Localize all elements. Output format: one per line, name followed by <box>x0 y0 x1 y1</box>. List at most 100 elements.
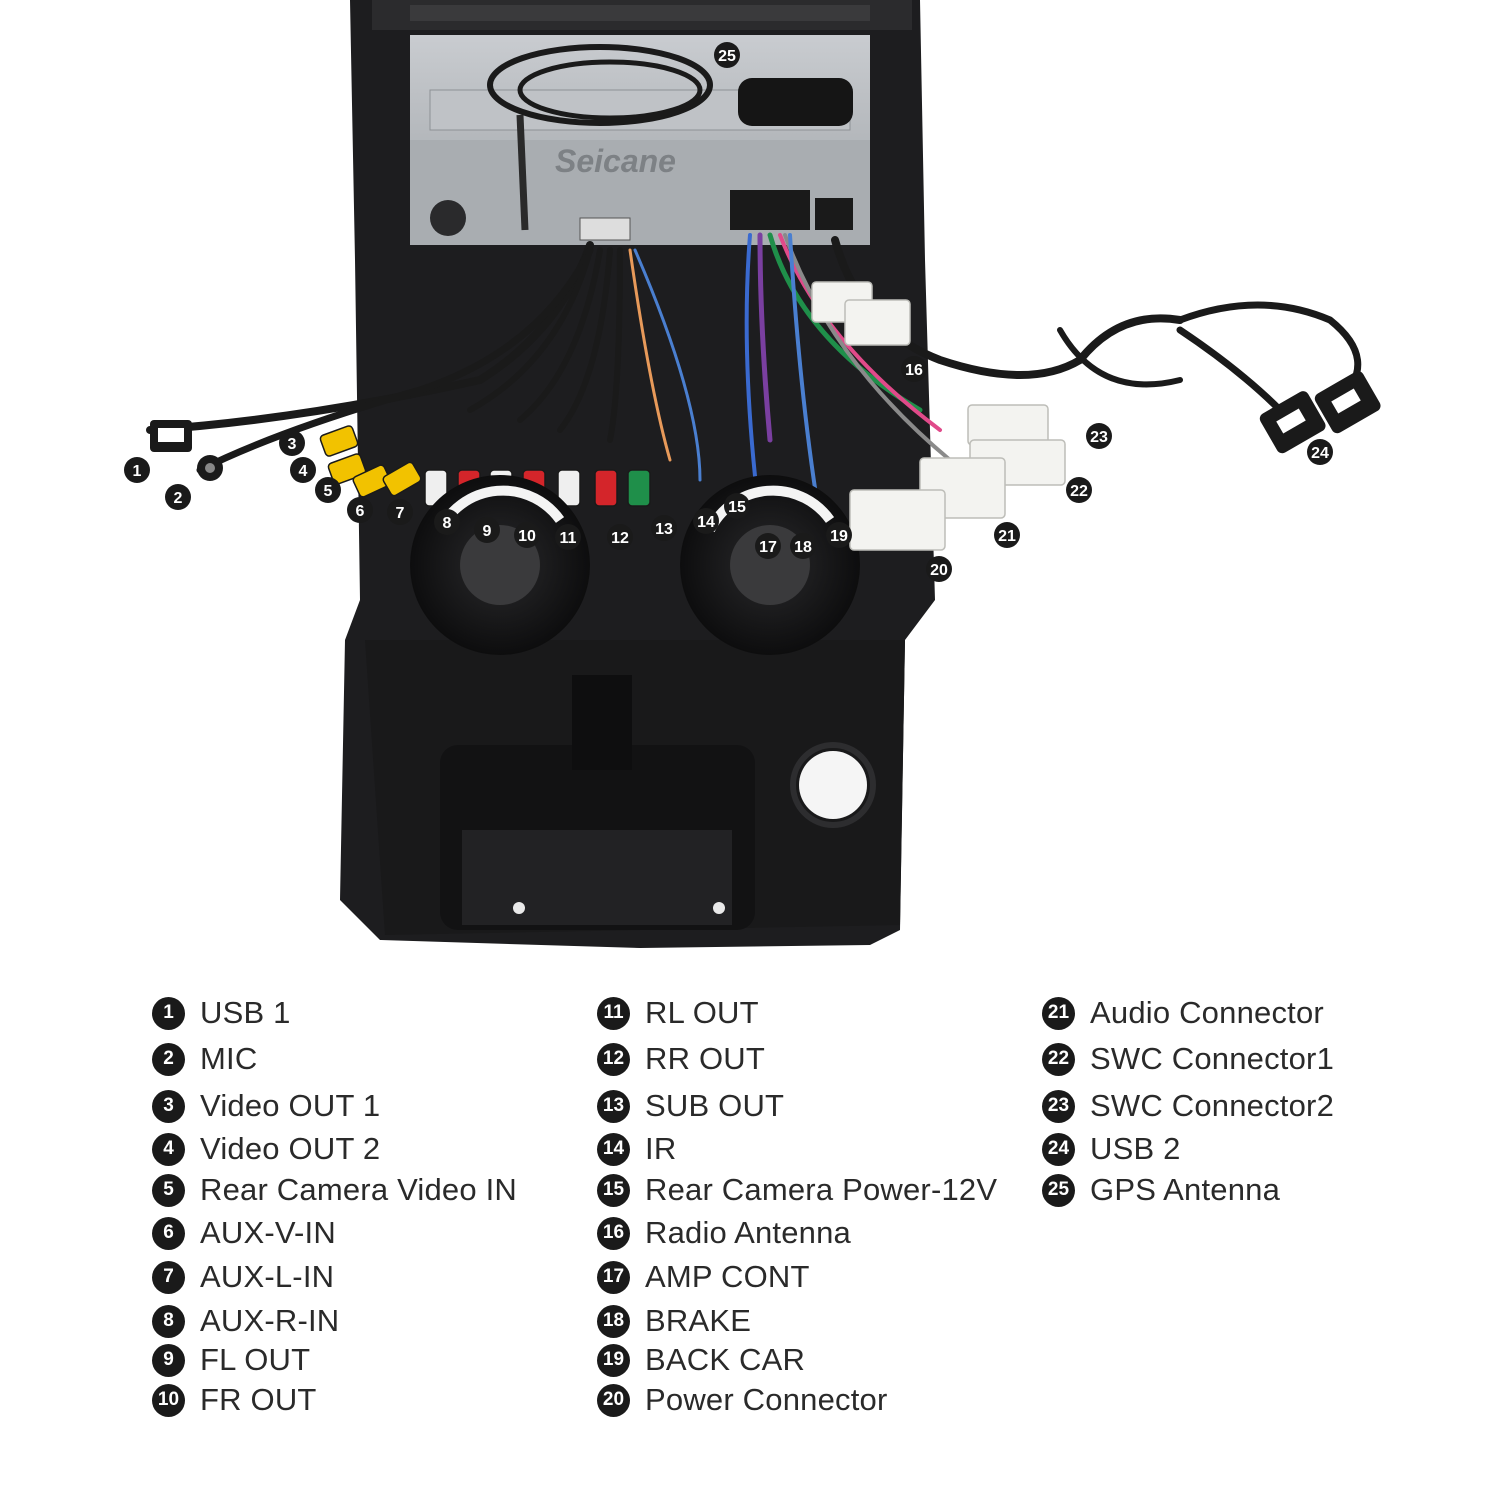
legend-number-badge: 2 <box>152 1042 185 1076</box>
legend-label: AUX-L-IN <box>200 1259 335 1294</box>
svg-text:12: 12 <box>611 530 629 547</box>
legend-number-badge: 1 <box>152 996 185 1030</box>
photo-callout: 5 <box>315 477 341 503</box>
photo-callout: 15 <box>724 493 750 519</box>
svg-text:2: 2 <box>174 490 183 507</box>
legend-number-badge: 4 <box>152 1132 185 1166</box>
photo-callout: 20 <box>926 556 952 582</box>
legend-number-badge: 9 <box>152 1343 185 1377</box>
legend-item: 12 RR OUT <box>597 1041 765 1077</box>
legend-label: AUX-V-IN <box>200 1215 336 1250</box>
legend-item: 10 FR OUT <box>152 1382 317 1418</box>
legend-label: FR OUT <box>200 1382 317 1417</box>
legend-number-badge: 5 <box>152 1173 185 1207</box>
photo-callout: 9 <box>474 517 500 543</box>
legend-label: RR OUT <box>645 1041 766 1076</box>
photo-callout: 18 <box>790 533 816 559</box>
svg-text:4: 4 <box>299 463 308 480</box>
legend-number-badge: 15 <box>597 1173 630 1207</box>
photo-callout: 23 <box>1086 423 1112 449</box>
svg-text:1: 1 <box>133 463 142 480</box>
usb1-connector <box>150 420 192 452</box>
legend-number-badge: 3 <box>152 1089 185 1123</box>
legend-number-badge: 17 <box>597 1260 630 1294</box>
legend-number-badge: 20 <box>597 1383 630 1417</box>
legend-number-badge: 7 <box>152 1260 185 1294</box>
legend-item: 24 USB 2 <box>1042 1131 1181 1167</box>
photo-callout: 14 <box>693 508 719 534</box>
svg-text:11: 11 <box>560 530 577 547</box>
legend-item: 20 Power Connector <box>597 1382 888 1418</box>
legend-label: Power Connector <box>645 1382 888 1417</box>
legend-number-badge: 23 <box>1042 1089 1075 1123</box>
legend-number-badge: 24 <box>1042 1132 1075 1166</box>
legend-item: 4 Video OUT 2 <box>152 1131 380 1167</box>
photo-callout: 17 <box>755 533 781 559</box>
legend-item: 21 Audio Connector <box>1042 995 1324 1031</box>
legend-number-badge: 10 <box>152 1383 185 1417</box>
legend-label: USB 2 <box>1090 1131 1181 1166</box>
legend-label: SWC Connector2 <box>1090 1088 1335 1123</box>
svg-text:7: 7 <box>396 505 405 522</box>
legend-number-badge: 14 <box>597 1132 630 1166</box>
vent-knobs <box>410 475 860 655</box>
photo-callout: 7 <box>387 499 413 525</box>
harness-connectors <box>811 281 1066 551</box>
legend-item: 7 AUX-L-IN <box>152 1259 334 1295</box>
photo-callout: 13 <box>651 515 677 541</box>
svg-text:15: 15 <box>728 499 746 516</box>
svg-text:18: 18 <box>794 539 812 556</box>
photo-callout: 1 <box>124 457 150 483</box>
svg-text:13: 13 <box>655 521 673 538</box>
photo-callout: 22 <box>1066 477 1092 503</box>
svg-text:6: 6 <box>356 503 365 520</box>
svg-text:19: 19 <box>830 528 848 545</box>
photo-callout: 25 <box>714 42 740 68</box>
usb2-connectors <box>1259 371 1381 454</box>
photo-callout: 24 <box>1307 439 1333 465</box>
legend-number-badge: 11 <box>597 996 630 1030</box>
legend-label: BRAKE <box>645 1303 752 1338</box>
photo-callout: 8 <box>434 509 460 535</box>
photo-callout: 2 <box>165 484 191 510</box>
head-unit-chassis: Seicane <box>410 35 870 245</box>
svg-text:22: 22 <box>1070 483 1088 500</box>
photo-callout: 4 <box>290 457 316 483</box>
legend-label: BACK CAR <box>645 1342 806 1377</box>
legend-number-badge: 21 <box>1042 996 1075 1030</box>
photo-callout: 11 <box>555 524 581 550</box>
legend-label: RL OUT <box>645 995 759 1030</box>
brand-watermark: Seicane <box>555 143 676 179</box>
legend-number-badge: 22 <box>1042 1042 1075 1076</box>
gps-antenna <box>487 44 853 231</box>
legend-label: AUX-R-IN <box>200 1303 340 1338</box>
legend-number-badge: 25 <box>1042 1173 1075 1207</box>
legend-number-badge: 12 <box>597 1042 630 1076</box>
svg-text:16: 16 <box>905 362 923 379</box>
svg-text:3: 3 <box>288 436 297 453</box>
product-photo: Seicane <box>124 0 1381 948</box>
legend-label: Video OUT 2 <box>200 1131 381 1166</box>
legend-label: Audio Connector <box>1090 995 1324 1030</box>
photo-callout: 12 <box>607 524 633 550</box>
svg-text:5: 5 <box>324 483 333 500</box>
svg-text:10: 10 <box>518 528 536 545</box>
svg-text:9: 9 <box>483 523 492 540</box>
svg-text:24: 24 <box>1311 445 1329 462</box>
svg-text:21: 21 <box>998 528 1016 545</box>
legend-number-badge: 16 <box>597 1216 630 1250</box>
svg-text:17: 17 <box>759 539 777 556</box>
